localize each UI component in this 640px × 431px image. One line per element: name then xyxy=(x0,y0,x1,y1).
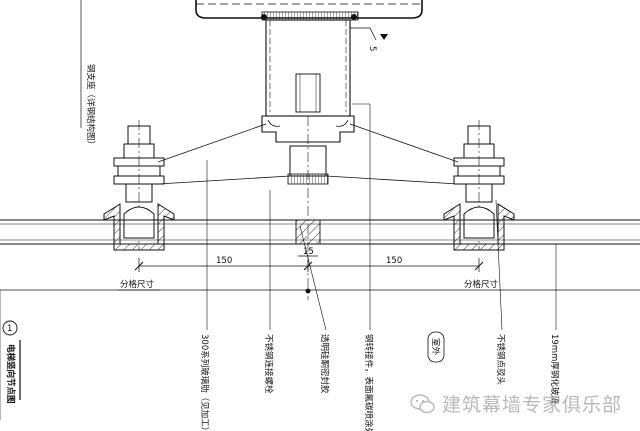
label-spider-fitting: 不锈钢点驳头 xyxy=(495,334,506,386)
wechat-icon xyxy=(410,393,435,413)
grid-label-right: 分格尺寸 xyxy=(464,279,499,290)
label-glass-panel: 19mm厚钢化玻璃 xyxy=(549,334,560,404)
grid-label-left: 分格尺寸 xyxy=(120,279,155,290)
steel-beam xyxy=(195,0,423,21)
title-block: 1 电梯竖向节点图 xyxy=(0,290,21,420)
exterior-tag: 室外 xyxy=(427,331,445,363)
glass-panels xyxy=(0,219,640,245)
spider-fitting-right xyxy=(443,120,515,251)
dimension-span-right: 150 xyxy=(386,256,402,266)
slope-marker: 5 xyxy=(350,27,388,51)
label-steel-structure: 钢支座（详钢结构图） xyxy=(85,64,96,149)
label-fin-glass: 300系列玻璃肋（见加工） xyxy=(199,334,210,431)
slope-value: 5 xyxy=(367,46,377,51)
label-sealant: 透明硅酮密封胶 xyxy=(319,334,330,394)
dimensions: 150 150 15 分格尺寸 分格尺寸 xyxy=(0,247,640,294)
label-bolt-connector: 不锈钢连接螺栓 xyxy=(263,334,274,394)
dimension-gap: 15 xyxy=(303,247,314,257)
watermark: 建筑幕墙专家俱乐部 xyxy=(410,390,622,417)
leader-lines xyxy=(206,103,557,331)
watermark-text: 建筑幕墙专家俱乐部 xyxy=(441,394,622,416)
label-exterior: 室外 xyxy=(430,338,441,356)
spider-fitting-left xyxy=(103,120,175,251)
central-connector xyxy=(261,19,355,300)
tension-rods xyxy=(157,123,459,185)
title-text: 电梯竖向节点图 xyxy=(5,344,16,404)
label-steel-embed: 钢转接件，表面氟碳喷涂处理 xyxy=(363,334,374,431)
dimension-span-left: 150 xyxy=(216,256,232,266)
title-number: 1 xyxy=(7,324,12,334)
